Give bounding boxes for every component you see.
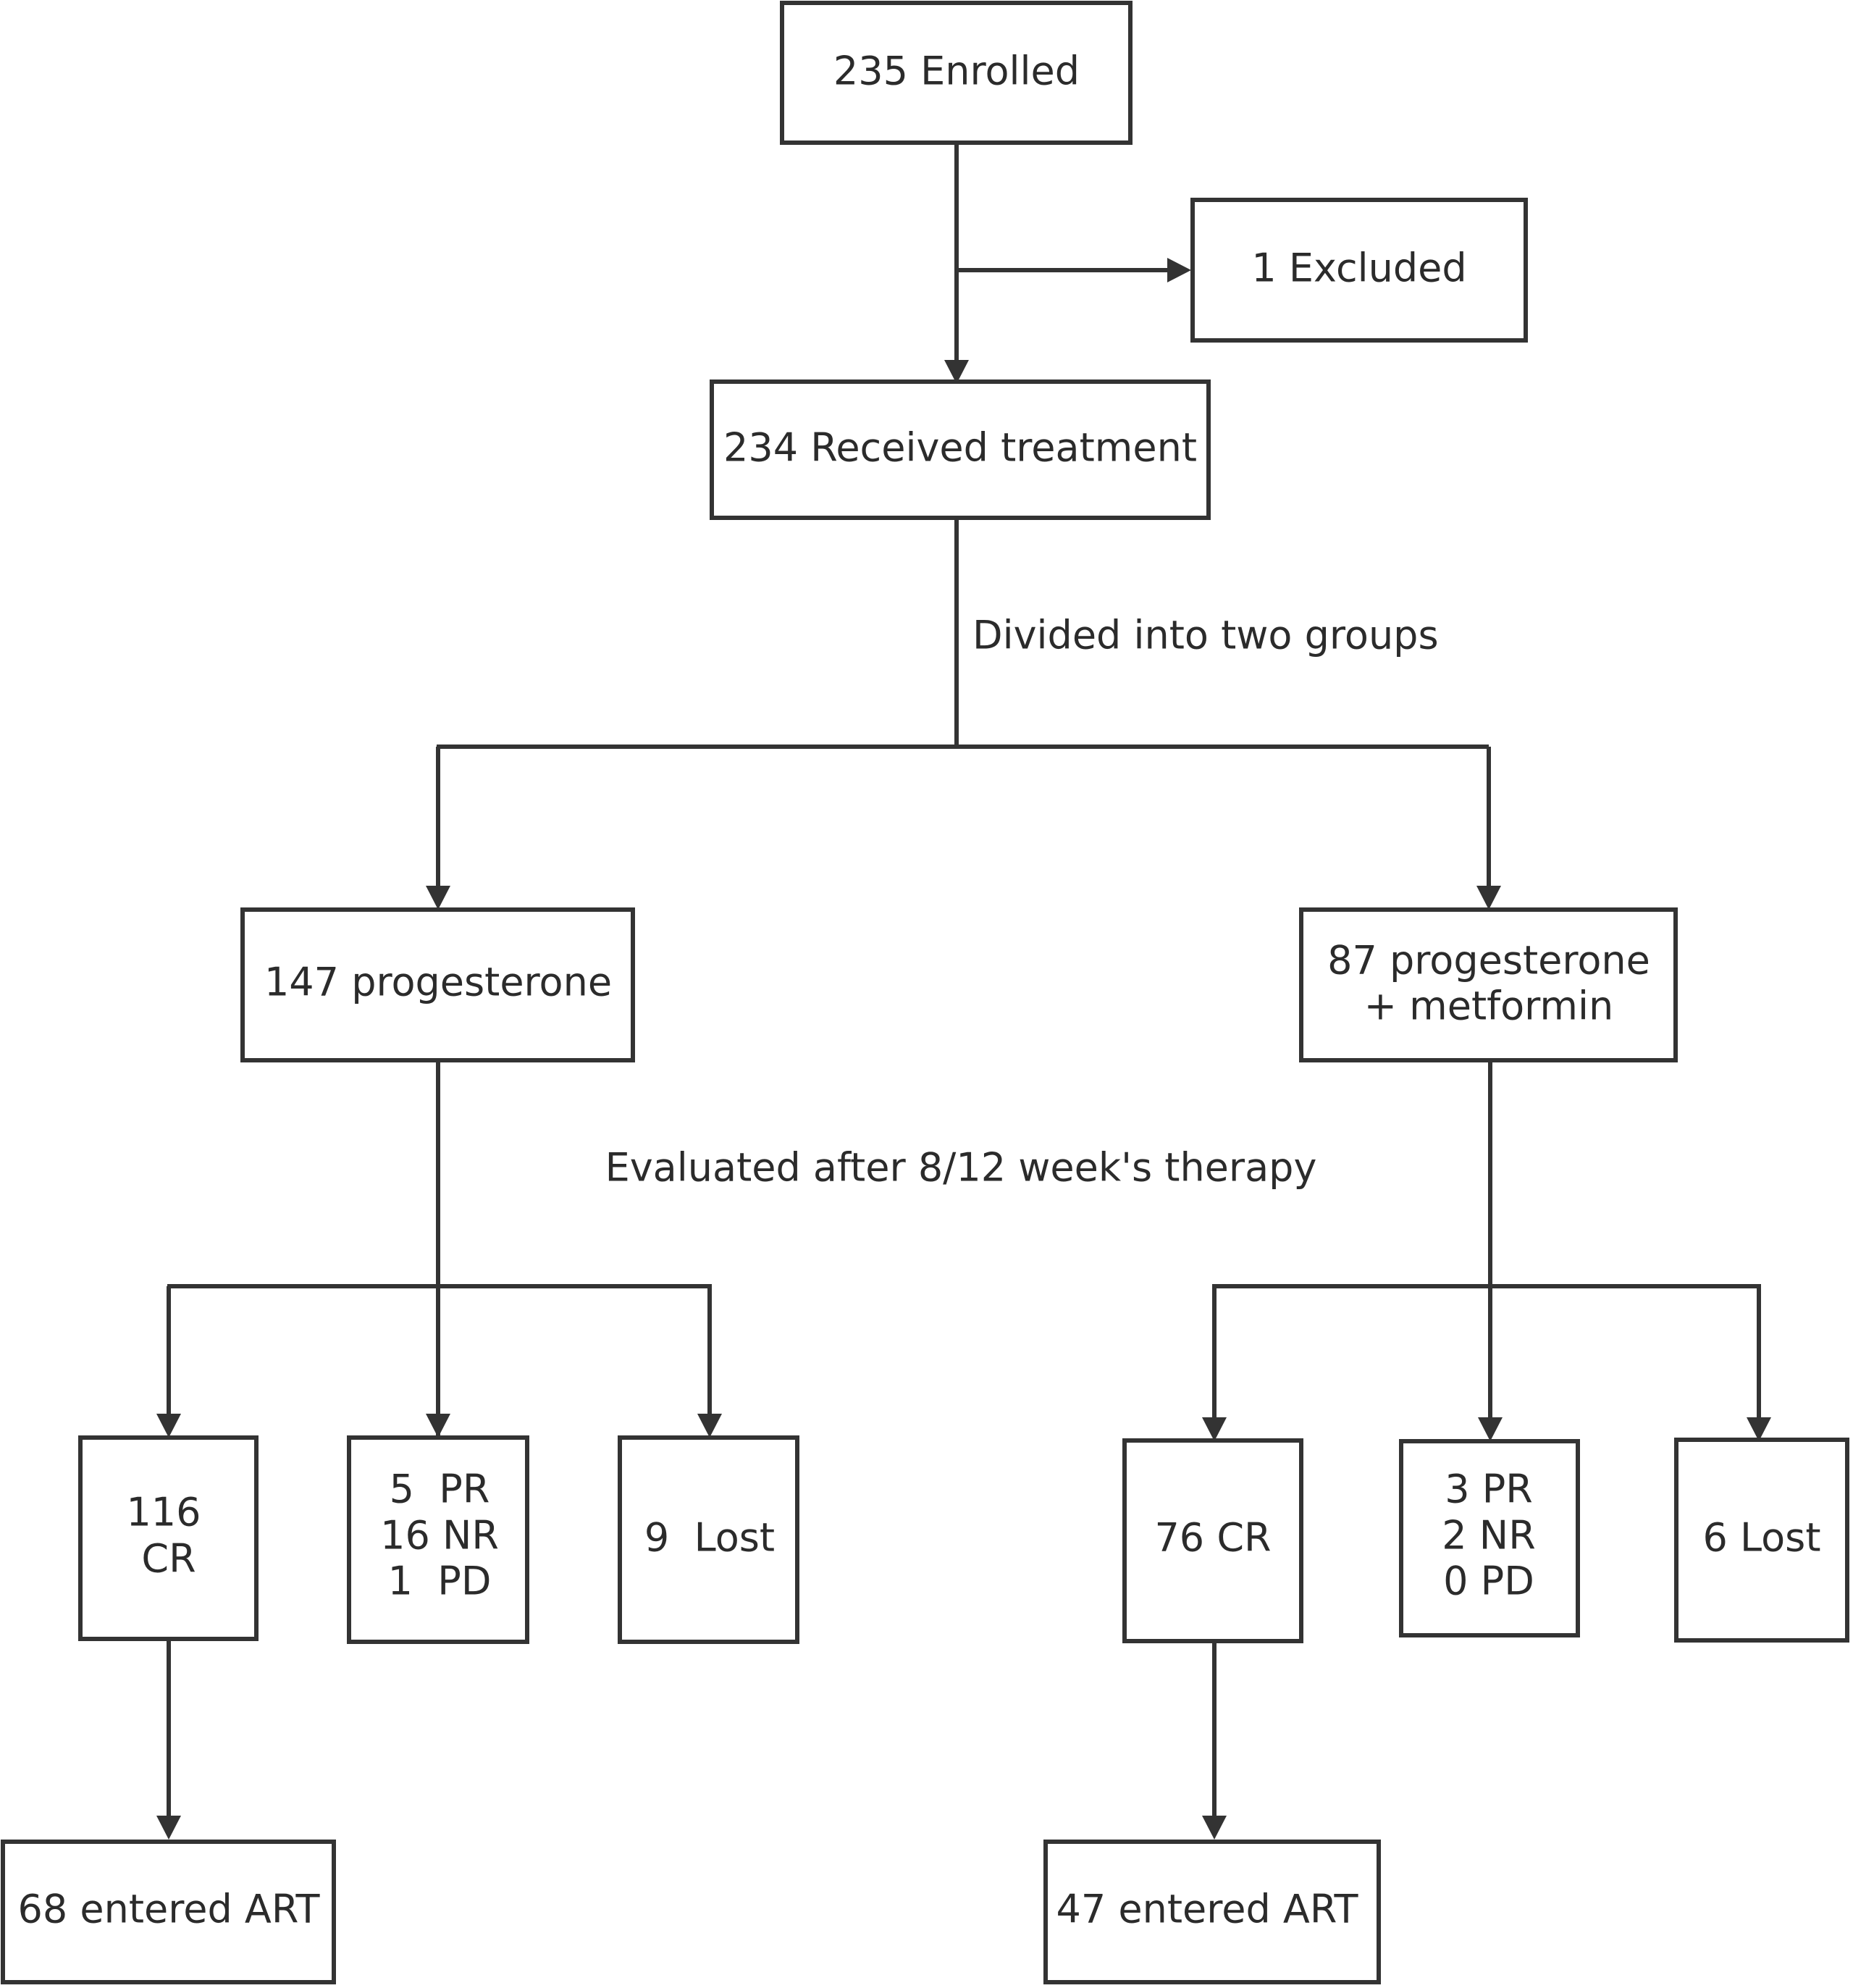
- metformin-pr-nr-pd-box: 3 PR 2 NR 0 PD: [1399, 1439, 1580, 1637]
- progesterone-cr-box: 116 CR: [78, 1435, 259, 1641]
- progesterone-pd-line: 1 PD: [388, 1559, 492, 1604]
- progesterone-metformin-box: 87 progesterone + metformin: [1299, 907, 1678, 1062]
- progesterone-lost-text: 9 Lost: [644, 1515, 775, 1561]
- progesterone-text: 147 progesterone: [264, 960, 612, 1005]
- progesterone-cr-line-2: CR: [141, 1536, 196, 1582]
- metformin-art-text: 47 entered ART: [1056, 1887, 1359, 1932]
- progesterone-metformin-line-1: 87 progesterone: [1327, 938, 1650, 983]
- excluded-box: 1 Excluded: [1190, 198, 1528, 343]
- progesterone-pr-line: 5 PR: [390, 1467, 490, 1512]
- progesterone-pr-nr-pd-box: 5 PR 16 NR 1 PD: [347, 1435, 529, 1644]
- metformin-lost-text: 6 Lost: [1702, 1515, 1820, 1561]
- metformin-cr-text: 76 CR: [1154, 1515, 1271, 1561]
- enrolled-text: 235 Enrolled: [833, 49, 1080, 94]
- progesterone-art-box: 68 entered ART: [1, 1840, 336, 1984]
- progesterone-metformin-line-2: + metformin: [1364, 983, 1614, 1029]
- progesterone-art-text: 68 entered ART: [18, 1887, 321, 1932]
- enrolled-box: 235 Enrolled: [780, 1, 1133, 145]
- received-treatment-box: 234 Received treatment: [710, 379, 1211, 520]
- connectors: [156, 143, 1771, 1840]
- divided-label: Divided into two groups: [972, 613, 1439, 658]
- metformin-pr-line: 3 PR: [1445, 1467, 1533, 1512]
- progesterone-lost-box: 9 Lost: [618, 1435, 799, 1644]
- metformin-cr-box: 76 CR: [1122, 1438, 1303, 1643]
- evaluated-label: Evaluated after 8/12 week's therapy: [605, 1145, 1317, 1191]
- progesterone-cr-line-1: 116: [126, 1490, 201, 1535]
- progesterone-nr-line: 16 NR: [380, 1513, 499, 1559]
- progesterone-box: 147 progesterone: [240, 907, 635, 1062]
- metformin-lost-box: 6 Lost: [1674, 1438, 1849, 1643]
- received-text: 234 Received treatment: [723, 425, 1197, 471]
- metformin-art-box: 47 entered ART: [1043, 1840, 1381, 1984]
- metformin-nr-line: 2 NR: [1442, 1513, 1535, 1559]
- metformin-pd-line: 0 PD: [1443, 1559, 1534, 1604]
- excluded-text: 1 Excluded: [1251, 246, 1466, 291]
